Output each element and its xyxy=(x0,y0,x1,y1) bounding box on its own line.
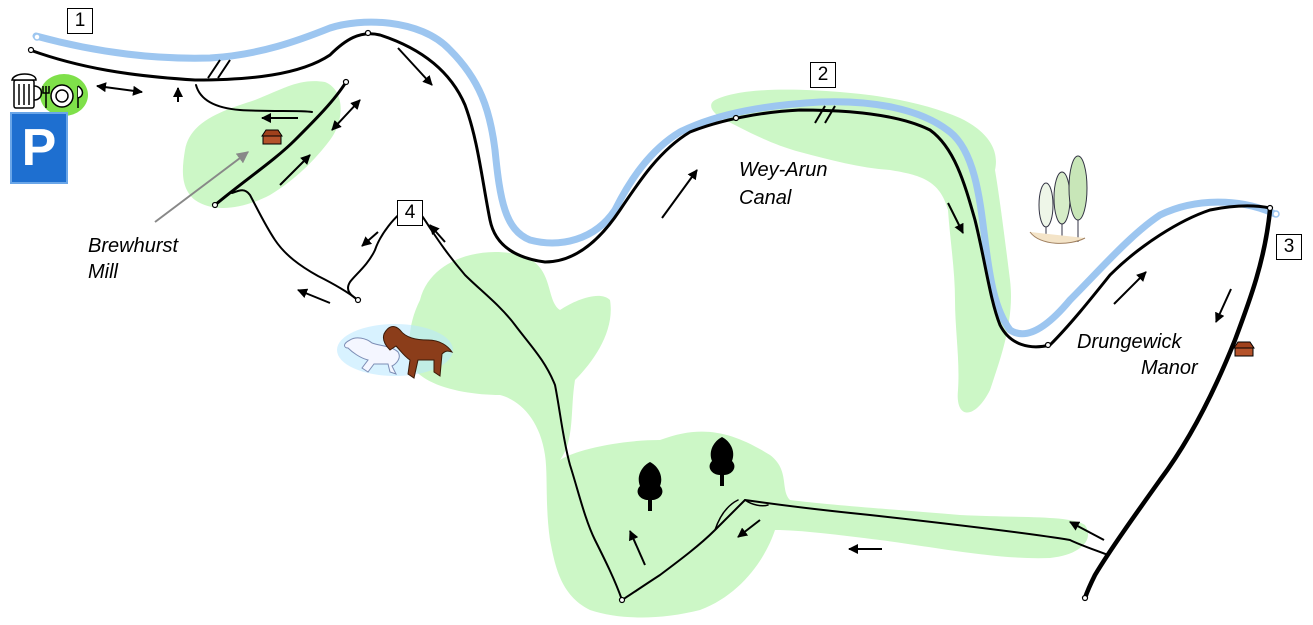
tree-icon xyxy=(637,462,663,511)
path-mill-spur xyxy=(195,84,313,113)
node xyxy=(342,78,350,86)
woodland-canal xyxy=(711,89,1011,413)
woodland-brewhurst xyxy=(182,81,341,209)
label-wey-arun-canal-line1: Wey-Arun xyxy=(739,159,828,181)
label-wey-arun-canal-line2: Canal xyxy=(739,187,792,209)
path-woodland-south xyxy=(347,206,746,601)
node xyxy=(354,296,362,304)
direction-arrow-icon xyxy=(661,169,698,219)
node xyxy=(364,29,372,37)
canal-end-node xyxy=(33,33,41,41)
path-field-south xyxy=(744,499,1109,556)
node xyxy=(732,114,740,122)
path-towpath-north xyxy=(28,32,1272,349)
brown-horse xyxy=(383,326,454,379)
direction-arrow-icon xyxy=(331,99,361,131)
poplar-trees-icon xyxy=(1029,155,1088,244)
horses-icon xyxy=(337,324,454,379)
direction-arrow-icon xyxy=(429,224,446,243)
path-mill-west xyxy=(231,189,359,301)
node xyxy=(211,201,219,209)
direction-arrow-icon xyxy=(1113,271,1147,305)
pub-icons xyxy=(11,73,88,116)
direction-arrow-icon xyxy=(96,82,143,96)
route-marker-1: 1 xyxy=(67,8,93,34)
direction-arrow-icon xyxy=(947,202,964,234)
route-marker-3: 3 xyxy=(1276,234,1302,260)
path-drungewick-south xyxy=(1082,207,1273,601)
building-icon xyxy=(1233,341,1255,357)
direction-arrow-icon xyxy=(1215,288,1232,323)
route-marker-4: 4 xyxy=(397,200,423,226)
beer-mug-icon xyxy=(11,73,43,109)
label-brewhurst-mill-line1: Brewhurst xyxy=(88,235,179,257)
woodland-areas xyxy=(182,81,1089,618)
label-brewhurst-mill-line2: Mill xyxy=(88,261,118,283)
canal-end-node xyxy=(1272,210,1280,218)
path-woodland-link xyxy=(714,499,769,531)
node xyxy=(1044,341,1052,349)
node xyxy=(27,46,35,54)
route-marker-2: 2 xyxy=(810,62,836,88)
node xyxy=(1081,594,1089,602)
direction-arrows xyxy=(96,47,1232,566)
wey-arun-canal xyxy=(32,18,1279,338)
white-horse xyxy=(344,337,400,375)
plate-cutlery-icon xyxy=(42,84,84,108)
direction-arrow-icon xyxy=(1069,521,1105,541)
node xyxy=(618,596,626,604)
node xyxy=(1266,204,1274,212)
direction-arrow-icon xyxy=(737,519,761,538)
label-drungewick-manor-line2: Manor xyxy=(1141,357,1198,379)
tree-icon xyxy=(709,437,735,486)
bridge-icon xyxy=(207,59,231,79)
building-icon xyxy=(261,129,283,145)
direction-arrow-icon xyxy=(397,47,433,86)
parking-icon: P xyxy=(10,112,68,184)
mill-pointer-arrow xyxy=(154,151,249,223)
label-drungewick-manor-line1: Drungewick xyxy=(1077,331,1182,353)
woodland-south xyxy=(409,252,1089,618)
direction-arrow-icon xyxy=(361,231,379,247)
bridge-icon xyxy=(814,105,836,124)
path-nodes xyxy=(27,29,1274,604)
direction-arrow-icon xyxy=(629,530,646,566)
direction-arrow-icon xyxy=(297,288,331,304)
direction-arrow-icon xyxy=(279,154,311,186)
